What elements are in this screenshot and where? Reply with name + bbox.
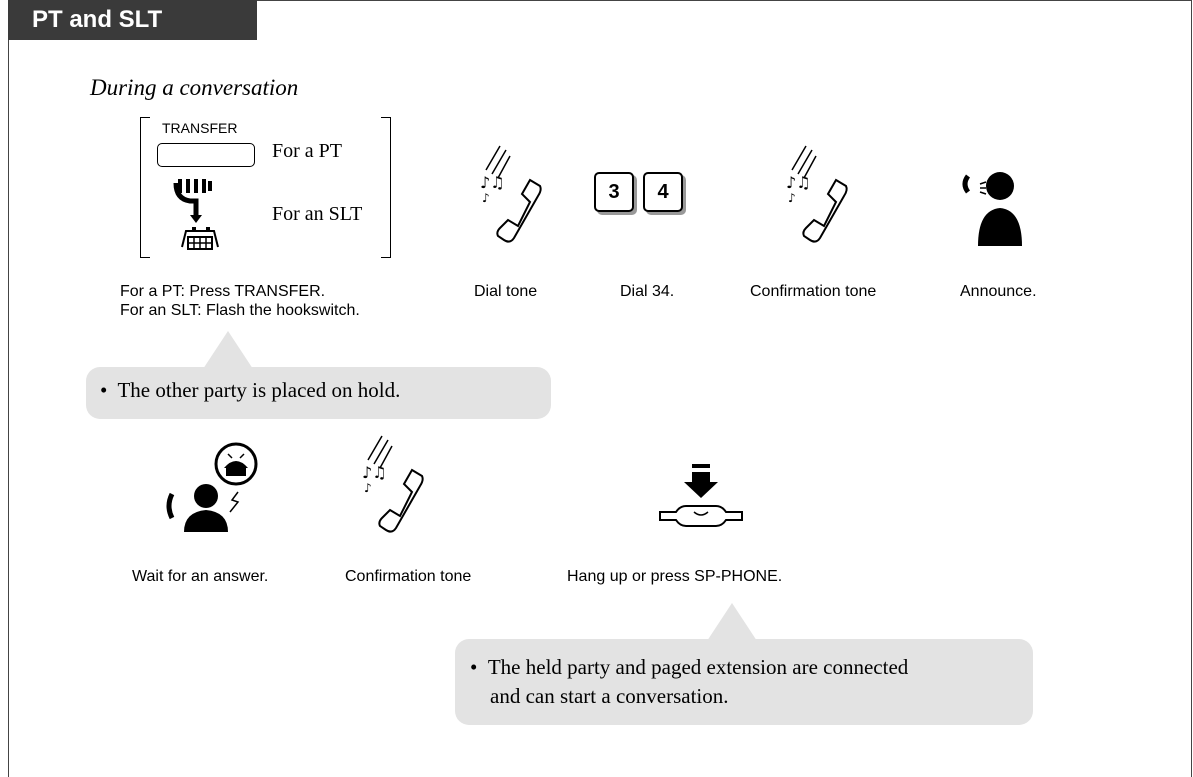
person-speaking-icon <box>962 172 1022 246</box>
section-tab: PT and SLT <box>8 0 257 40</box>
note2-bullet: • <box>470 655 478 679</box>
transfer-button[interactable] <box>157 143 255 167</box>
step-confirmation-caption: Confirmation tone <box>750 283 877 300</box>
note2-pointer <box>707 603 757 641</box>
note-on-hold: • The other party is placed on hold. <box>86 367 551 419</box>
hookswitch-flash-icon <box>173 179 219 250</box>
person-waiting-icon <box>166 442 258 532</box>
step-hangup-caption: Hang up or press SP-PHONE. <box>567 568 783 585</box>
section-frame <box>8 0 1192 777</box>
note1-pointer <box>203 331 253 369</box>
note2-line1-text: The held party and paged extension are c… <box>487 655 909 679</box>
note2-line2: and can start a conversation. <box>490 684 729 708</box>
svg-text:♪: ♪ <box>482 191 490 205</box>
note1-text: The other party is placed on hold. <box>117 378 401 402</box>
step-dial-caption: Dial 34. <box>620 283 675 300</box>
svg-text:♪♫: ♪♫ <box>362 463 387 482</box>
dial-key-4[interactable]: 4 <box>643 172 683 212</box>
svg-text:♪♫: ♪♫ <box>480 173 505 192</box>
note-connected: • The held party and paged extension are… <box>455 639 1033 725</box>
option-pt-label: For a PT <box>272 140 342 162</box>
page-heading: During a conversation <box>90 75 299 100</box>
bracket-left <box>140 117 150 258</box>
transfer-key-label: TRANSFER <box>162 120 238 136</box>
handset-tone-icon: ♪♫ ♪ <box>786 145 848 243</box>
dial-key-3[interactable]: 3 <box>594 172 634 212</box>
step1-caption-slt: For an SLT: Flash the hookswitch. <box>120 302 360 319</box>
bracket-right <box>381 117 391 258</box>
svg-text:♪: ♪ <box>364 481 372 495</box>
handset-tone-icon: ♪♫ ♪ <box>362 435 424 533</box>
step-dial-tone-caption: Dial tone <box>474 283 538 300</box>
note1-bullet: • <box>100 378 108 402</box>
step1-caption-pt: For a PT: Press TRANSFER. <box>120 283 326 300</box>
hang-up-icon[interactable] <box>650 462 750 532</box>
svg-text:♪♫: ♪♫ <box>786 173 811 192</box>
step-announce-caption: Announce. <box>960 283 1037 300</box>
option-slt-label: For an SLT <box>272 203 363 225</box>
svg-text:♪: ♪ <box>788 191 796 205</box>
handset-tone-icon: ♪♫ ♪ <box>480 145 542 243</box>
step-confirmation2-caption: Confirmation tone <box>345 568 472 585</box>
step-wait-caption: Wait for an answer. <box>132 568 269 585</box>
note2-line1: • The held party and paged extension are… <box>470 653 1033 682</box>
